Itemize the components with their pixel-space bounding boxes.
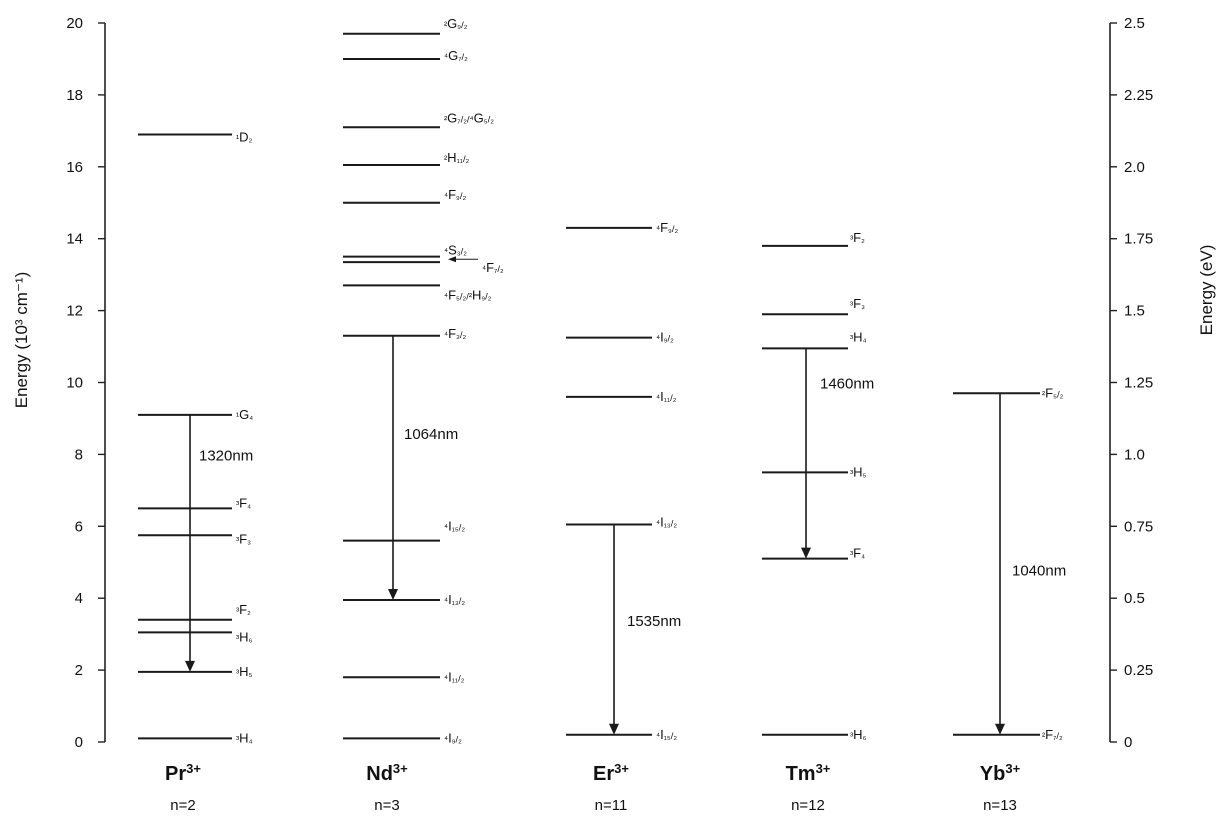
energy-level-label: ³F₄ [236,495,251,510]
energy-level-label: ³F₃ [850,296,865,311]
left-axis-tick-label: 8 [75,446,83,463]
transition-arrowhead [185,660,195,672]
energy-level-label: ¹G₄ [236,407,253,422]
left-axis-tick-label: 12 [66,303,83,320]
axes-group: 0 2 4 6 8 10 12 14 16 18 20 0 0.25 0.5 0.75 1.0 1.25 1.5 1… [12,15,1216,751]
ion-name-label: Er3+ [593,761,629,785]
energy-level-label: ⁴G₇/₂ [444,48,468,63]
right-axis-tick-label: 1.25 [1124,375,1153,392]
transition-wavelength-label: 1460nm [820,376,874,393]
left-axis-tick-label: 20 [66,15,83,32]
energy-level-label: ³F₃ [236,531,251,546]
energy-level-label: ³F₂ [850,230,865,245]
ion-n-label: n=13 [983,797,1017,814]
ion-n-label: n=11 [595,797,628,814]
ion-name-label: Nd3+ [366,761,408,785]
right-axis-tick-label: 2.25 [1124,87,1153,104]
energy-level-label: ⁴I₁₃/₂ [656,515,677,530]
energy-level-label: ³H₄ [850,329,867,344]
energy-level-label: ⁴I₁₅/₂ [656,727,677,742]
transition-arrowhead [609,723,619,735]
energy-level-label: ⁴I₉/₂ [444,730,462,745]
energy-level-label: ²F₇/₂ [1042,727,1063,742]
energy-level-label: ²H₁₁/₂ [444,150,470,165]
transition-wavelength-label: 1064nm [404,426,458,443]
energy-level-label: ⁴S₃/₂ [444,243,467,258]
ion-n-label: n=12 [791,797,825,814]
right-axis-title: Energy (eV) [1197,245,1216,336]
energy-level-label: ²F₅/₂ [1042,385,1064,400]
energy-level-label: ³H₅ [236,664,253,679]
right-axis-tick-label: 1.5 [1124,303,1145,320]
energy-level-label: ¹D₂ [236,129,253,144]
energy-level-label: ³H₆ [850,727,867,742]
left-axis-tick-label: 18 [66,87,83,104]
left-axis-title: Energy (10³ cm⁻¹) [12,272,31,409]
transition-arrowhead [801,547,811,559]
transition-arrowhead [995,723,1005,735]
energy-level-label: ⁴I₁₁/₂ [656,389,677,404]
transitions-group: 1320nm 1064nm 1535nm 1460nm 1040nm [185,256,1066,735]
energy-level-label: ⁴F₅/₂/²H₉/₂ [444,287,492,302]
energy-level-label: ³H₅ [850,464,867,479]
ion-labels-group: Pr3+ n=2 Nd3+ n=3 Er3+ n=11 Tm3+ n=12 Yb3+ n=13 [165,761,1021,814]
energy-level-label: ³H₆ [236,629,253,644]
energy-level-label: ⁴F₃/₂ [444,326,467,341]
energy-level-label: ⁴F₉/₂ [444,187,466,202]
energy-level-label: ²G₉/₂ [444,16,468,31]
transition-wavelength-label: 1040nm [1012,562,1066,579]
right-axis-tick-label: 1.0 [1124,446,1145,463]
ion-n-label: n=2 [170,797,195,814]
energy-level-label: ⁴F₉/₂ [656,220,678,235]
energy-level-label: ³F₂ [236,602,251,617]
right-axis-tick-label: 0.75 [1124,518,1153,535]
left-axis-tick-label: 0 [75,734,83,751]
left-axis-tick-label: 4 [75,590,83,607]
ion-name-label: Yb3+ [980,761,1021,785]
left-axis-tick-label: 10 [66,375,83,392]
left-axis-tick-label: 6 [75,518,83,535]
level-pointer-arrowhead [448,256,456,263]
left-axis-tick-label: 14 [66,231,83,248]
left-axis-tick-label: 2 [75,662,83,679]
energy-level-label: ⁴I₁₁/₂ [444,669,465,684]
energy-level-label: ⁴F₇/₂ [482,260,504,275]
left-axis-tick-label: 16 [66,159,83,176]
right-axis-tick-label: 0.5 [1124,590,1145,607]
energy-level-label: ⁴I₁₅/₂ [444,519,465,534]
right-axis-tick-label: 1.75 [1124,231,1153,248]
ion-name-label: Pr3+ [165,761,201,785]
energy-level-label: ⁴I₉/₂ [656,330,674,345]
ion-name-label: Tm3+ [786,761,831,785]
transition-arrowhead [388,588,398,600]
right-axis-tick-label: 2.0 [1124,159,1145,176]
transition-wavelength-label: 1535nm [627,613,681,630]
transition-wavelength-label: 1320nm [199,447,253,464]
levels-group: ³H₄ ³H₅ ³H₆ ³F₂ ³F₃ ³F₄ ¹G₄ ¹D₂ ⁴I₉/₂ ⁴I₁₁/₂ ⁴I₁₃/… [138,16,1064,745]
right-axis-tick-label: 0.25 [1124,662,1153,679]
energy-level-label: ³H₄ [236,730,253,745]
right-axis-tick-label: 2.5 [1124,15,1145,32]
energy-level-label: ³F₄ [850,546,865,561]
right-axis-tick-label: 0 [1124,734,1132,751]
energy-level-label: ²G₇/₂/⁴G₅/₂ [444,110,494,125]
ion-n-label: n=3 [374,797,399,814]
energy-level-label: ⁴I₁₃/₂ [444,592,465,607]
